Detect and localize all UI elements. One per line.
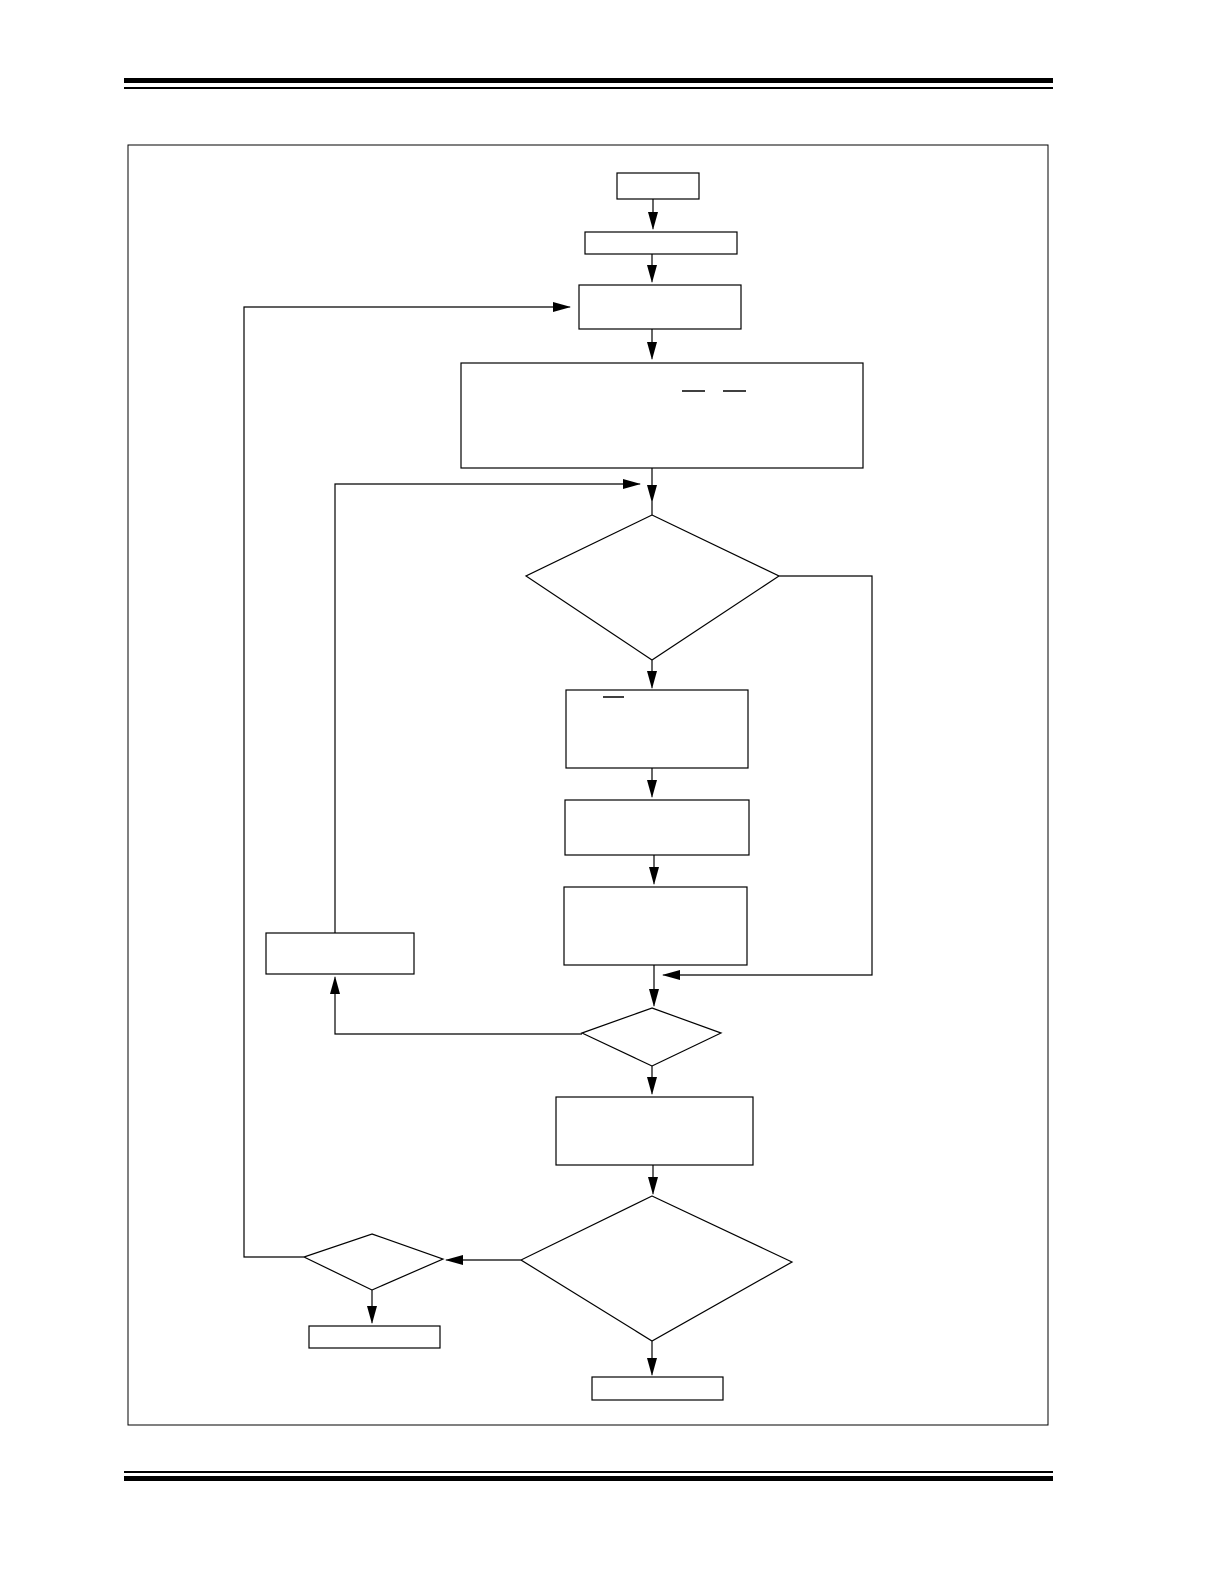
arrow-decision4-to-step2 [243,302,571,1258]
step-7-box [555,1096,754,1166]
start-terminal [616,172,700,200]
decision-4-diamond [302,1233,445,1291]
decision-2-diamond [580,1007,723,1067]
decision-3-diamond [519,1195,794,1342]
footer-rule-thin [124,1471,1053,1473]
loop-step-box [265,932,415,975]
arrow-decision2-to-loop-step [330,976,582,1035]
end-terminal-left [308,1325,441,1349]
end-terminal-bottom [591,1376,724,1401]
step-1-box [584,231,738,255]
decision-1-diamond [524,514,781,661]
step-3-box [460,362,864,469]
step-5-box [564,799,750,856]
arrow-loop-step-to-decision1 [334,479,641,933]
step-4-box [565,689,749,769]
footer-rule-thick [124,1476,1053,1481]
arrow-decision1-bypass [662,575,873,980]
header-rule-thick [124,78,1053,83]
header-rule-thin [124,87,1053,89]
step-6-box [563,886,748,966]
step-2-box [578,284,742,330]
figure-frame [127,144,1049,1426]
